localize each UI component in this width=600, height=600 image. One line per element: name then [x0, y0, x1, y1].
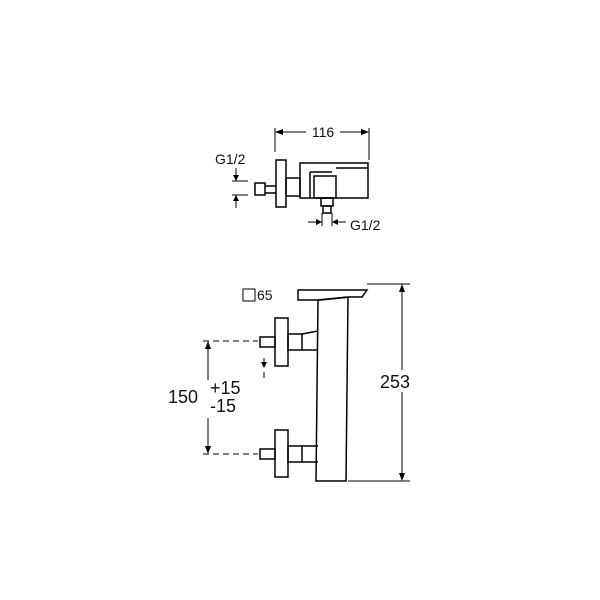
top-shelf [297, 289, 369, 301]
inlet-thread-arrow-top [233, 175, 239, 181]
square-symbol [242, 288, 256, 302]
inlet-thread-arrow-bottom [233, 195, 239, 201]
upper-inlet-stub [259, 336, 276, 348]
outlet-nut [320, 197, 334, 207]
dim-253-arrow-top [399, 284, 405, 292]
outlet-thread-arrow-left [316, 219, 322, 225]
dim-150-arrow-top [205, 341, 211, 349]
upper-flange [274, 317, 289, 367]
inlet-stub [254, 182, 266, 196]
top-view: 116 G1/2 G1/2 [215, 124, 381, 233]
square-size-label: 65 [257, 287, 273, 303]
mixer-body-column [315, 296, 349, 482]
lower-connector [287, 445, 303, 463]
dim-253-label: 253 [380, 372, 410, 392]
dim-150-arrow-bottom [205, 446, 211, 454]
front-view: 65 150 +15 -15 [168, 283, 410, 482]
dim-150-label: 150 [168, 387, 198, 407]
dim-116-label: 116 [312, 124, 335, 140]
inlet-thread-label: G1/2 [215, 151, 246, 167]
upper-connector [287, 333, 303, 351]
upper-thread-arrow [261, 362, 267, 368]
dim-116-arrow-right [361, 129, 369, 135]
lower-inlet-stub [259, 448, 276, 460]
upper-connector-top [301, 330, 319, 335]
outlet-stub [322, 205, 332, 214]
body-inner-rect [313, 175, 337, 199]
connector-block [285, 177, 301, 197]
outlet-thread-label: G1/2 [350, 217, 381, 233]
lower-flange [274, 429, 289, 478]
dim-253-arrow-bottom [399, 473, 405, 481]
dim-116-arrow-left [275, 129, 283, 135]
outlet-thread-arrow-right [332, 219, 338, 225]
dim-150-tolerance-minus: -15 [210, 396, 236, 416]
wall-flange [275, 159, 287, 208]
dim-150-tolerance-plus: +15 [210, 378, 241, 398]
